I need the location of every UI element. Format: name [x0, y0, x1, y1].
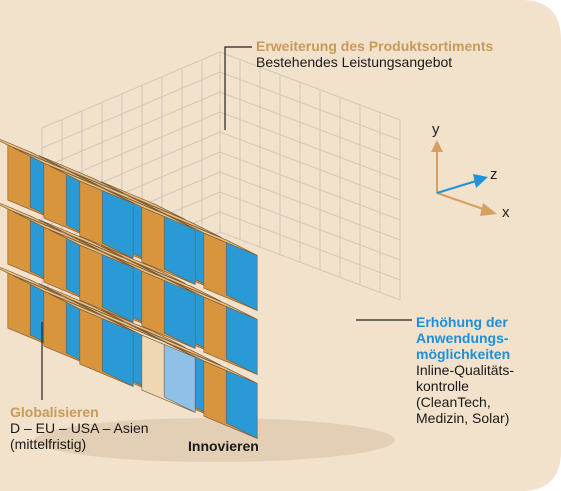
leader-top — [224, 46, 252, 130]
cube-0-2-1-top — [12, 147, 98, 186]
cube-2-0-0-top — [172, 345, 258, 384]
cube-2-1-0-top — [172, 281, 258, 320]
label-top-heading: Erweiterung des Produktsortiments — [256, 38, 494, 54]
label-right-heading-2: Anwendungs- — [416, 330, 509, 346]
cube-0-1-1-top — [12, 211, 98, 250]
cube-0-0-2-top — [0, 266, 62, 296]
cube-group — [0, 138, 258, 439]
label-left: Globalisieren D – EU – USA – Asien (mitt… — [10, 404, 149, 452]
z-axis-arrow — [473, 174, 488, 188]
cube-0-2-2-top — [0, 138, 62, 168]
cube-2-2-1-top — [136, 199, 222, 238]
x-axis-line — [436, 192, 487, 211]
label-right-text-1: Inline-Qualitäts- — [416, 362, 515, 378]
z-axis-line — [436, 180, 477, 194]
y-axis-arrow — [431, 140, 443, 152]
label-right-heading-1: Erhöhung der — [416, 314, 508, 330]
cube-2-2-2-top — [100, 181, 186, 220]
cube-0-1-2-top — [0, 202, 62, 232]
label-right: Erhöhung der Anwendungs- möglichkeiten I… — [416, 314, 514, 426]
label-right-text-3: (CleanTech, — [416, 394, 491, 410]
cube-2-1-2-top — [100, 245, 186, 284]
cube-1-2-0-top — [110, 191, 196, 230]
label-right-text-2: kontrolle — [416, 378, 469, 394]
cube-2-2-0-top — [172, 217, 258, 256]
axis-label-x: x — [502, 204, 510, 221]
label-left-text-2: (mittelfristig) — [10, 436, 87, 452]
label-left-heading: Globalisieren — [10, 404, 99, 420]
cube-1-1-0-top — [110, 255, 196, 294]
axis-indicator — [431, 140, 497, 216]
cube-0-2-0-top — [48, 165, 134, 204]
cube-1-0-2-top — [38, 283, 124, 322]
cube-2-1-1-top — [136, 263, 222, 302]
cube-1-0-0-top — [110, 319, 196, 358]
cube-1-2-2-top — [38, 155, 124, 194]
label-bottom: Innovieren — [188, 438, 259, 454]
cube-2-0-1-top — [136, 327, 222, 366]
label-right-heading-3: möglichkeiten — [416, 346, 511, 362]
cube-0-0-0-top — [48, 293, 134, 332]
label-right-text-4: Medizin, Solar) — [416, 410, 510, 426]
cube-0-1-0-top — [48, 229, 134, 268]
cube-1-1-1-top — [74, 237, 160, 276]
cube-0-0-1-top — [12, 275, 98, 314]
cube-2-0-2-top — [100, 309, 186, 348]
label-left-text-1: D – EU – USA – Asien — [10, 420, 149, 436]
axis-label-y: y — [432, 121, 440, 138]
x-axis-arrow — [480, 203, 497, 216]
cube-1-0-1-top — [74, 301, 160, 340]
label-top-text: Bestehendes Leistungsangebot — [256, 54, 453, 70]
axis-label-z: z — [490, 166, 498, 183]
label-top: Erweiterung des Produktsortiments Besteh… — [256, 38, 493, 70]
leader-lines — [41, 46, 412, 400]
floor-shadow — [35, 418, 395, 462]
grid-back-right — [219, 51, 401, 301]
cube-1-1-2-top — [38, 219, 124, 258]
cube-1-2-1-top — [74, 173, 160, 212]
